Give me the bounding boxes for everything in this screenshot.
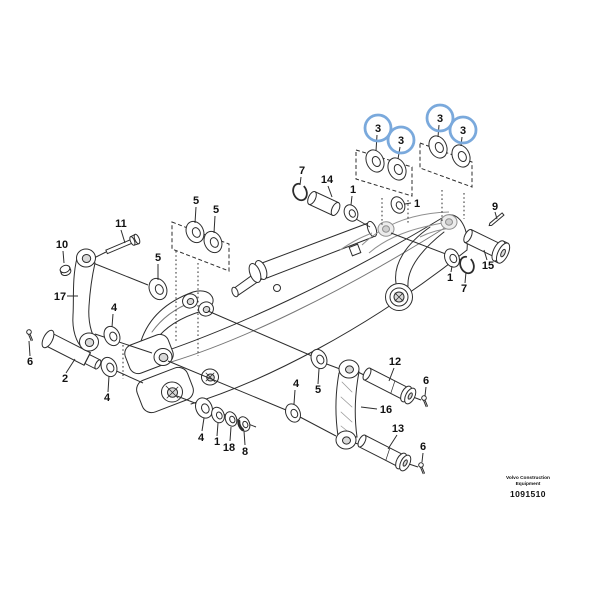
callout-17[interactable]: 17: [54, 291, 66, 303]
beam-outline: [162, 214, 448, 353]
callout-5b[interactable]: 5: [213, 204, 219, 216]
washer-1-b: [390, 196, 406, 214]
highlight-circle-3c[interactable]: [425, 103, 455, 133]
callout-1a[interactable]: 1: [350, 184, 356, 196]
dipper-arm-drawing: [124, 214, 468, 414]
highlight-circles: [363, 103, 478, 155]
callout-leader-lines: [28, 124, 498, 463]
washer-4-d: [195, 397, 213, 419]
brand-line2: Equipment: [516, 481, 541, 487]
callout-14[interactable]: 14: [321, 174, 334, 186]
callout-8[interactable]: 8: [242, 446, 248, 458]
callout-1d[interactable]: 1: [214, 436, 220, 448]
pin-13: [357, 434, 412, 472]
washer-5-b: [203, 230, 223, 254]
callout-3a[interactable]: 3: [375, 123, 381, 135]
washer-5-a: [185, 220, 205, 244]
washer-3-c: [428, 135, 448, 159]
callout-6c[interactable]: 6: [420, 441, 426, 453]
callout-4d[interactable]: 4: [198, 432, 205, 444]
bucket-pivot-hub: [385, 283, 413, 311]
loose-parts: [26, 135, 511, 475]
link-17: [72, 248, 99, 352]
pin-12: [362, 367, 417, 405]
bellcrank-strut: [395, 226, 431, 284]
brand-line1: Volvo Construction: [506, 475, 550, 481]
beam-inner-edge: [170, 223, 452, 363]
callout-3c[interactable]: 3: [437, 113, 443, 125]
callout-1c[interactable]: 1: [447, 272, 453, 284]
cotter-pin-6-c: [418, 462, 426, 475]
washer-1-c: [444, 248, 460, 268]
callout-10[interactable]: 10: [56, 239, 68, 251]
callout-7b[interactable]: 7: [461, 283, 467, 295]
highlight-circle-3a[interactable]: [363, 113, 393, 143]
washer-5-c: [148, 277, 168, 301]
callout-9[interactable]: 9: [492, 201, 498, 213]
callout-16[interactable]: 16: [380, 404, 392, 416]
callout-labels: 3 3 3 3 7 14 1 1 9 5 5 11 10 5 17 4 6 2 …: [27, 113, 498, 458]
lock-washer-8: [237, 416, 251, 432]
callout-2[interactable]: 2: [62, 373, 68, 385]
callout-5d[interactable]: 5: [315, 384, 321, 396]
callout-12[interactable]: 12: [389, 356, 401, 368]
rod-end-bracket: [140, 290, 214, 346]
figure-id-block: Volvo Construction Equipment 1091510: [506, 475, 550, 499]
callout-4c[interactable]: 4: [293, 378, 300, 390]
snap-ring-7-b: [459, 255, 475, 275]
link-mount-yoke: [339, 211, 458, 254]
nut-10: [59, 264, 72, 277]
washer-1-a: [343, 204, 359, 222]
highlight-circle-3d[interactable]: [448, 115, 478, 145]
cotter-pin-6-a: [26, 329, 34, 342]
washer-5-d: [310, 348, 328, 370]
washer-3-d: [451, 144, 471, 168]
bushing-14: [307, 190, 341, 217]
callout-1b[interactable]: 1: [414, 198, 420, 210]
hydraulic-cylinder: [231, 220, 378, 298]
washer-4-b: [100, 356, 118, 378]
callout-11[interactable]: 11: [115, 218, 127, 230]
snap-ring-7-a: [292, 182, 308, 202]
grease-pin-9: [488, 212, 505, 227]
callout-5c[interactable]: 5: [155, 252, 161, 264]
callout-7a[interactable]: 7: [299, 165, 305, 177]
callout-4a[interactable]: 4: [111, 302, 118, 314]
callout-13[interactable]: 13: [392, 423, 404, 435]
figure-number: 1091510: [510, 489, 546, 499]
washer-4-a: [103, 325, 121, 347]
pin-15: [463, 228, 511, 264]
callout-3b[interactable]: 3: [398, 135, 404, 147]
cotter-pin-6-b: [421, 395, 429, 408]
link-16: [335, 359, 360, 450]
washer-4-c: [285, 403, 301, 423]
callout-6b[interactable]: 6: [423, 375, 429, 387]
callout-6a[interactable]: 6: [27, 356, 33, 368]
washer-3-a: [365, 149, 385, 173]
grease-fitting: [273, 284, 281, 292]
washer-group-box-2: [419, 142, 473, 188]
bolt-11: [105, 233, 141, 255]
pin-2: [41, 329, 102, 370]
washer-3-b: [387, 157, 407, 181]
callout-4b[interactable]: 4: [104, 392, 111, 404]
callout-3d[interactable]: 3: [460, 125, 466, 137]
callout-5a[interactable]: 5: [193, 195, 199, 207]
bellcrank-strut-2: [407, 231, 445, 287]
highlight-circle-3b[interactable]: [386, 125, 416, 155]
washer-1-d: [211, 406, 225, 424]
washer-18: [224, 411, 238, 427]
callout-15[interactable]: 15: [482, 260, 494, 272]
dotted-leader-lines: [122, 190, 465, 379]
callout-18[interactable]: 18: [223, 442, 235, 454]
arm-foot: [124, 333, 219, 414]
